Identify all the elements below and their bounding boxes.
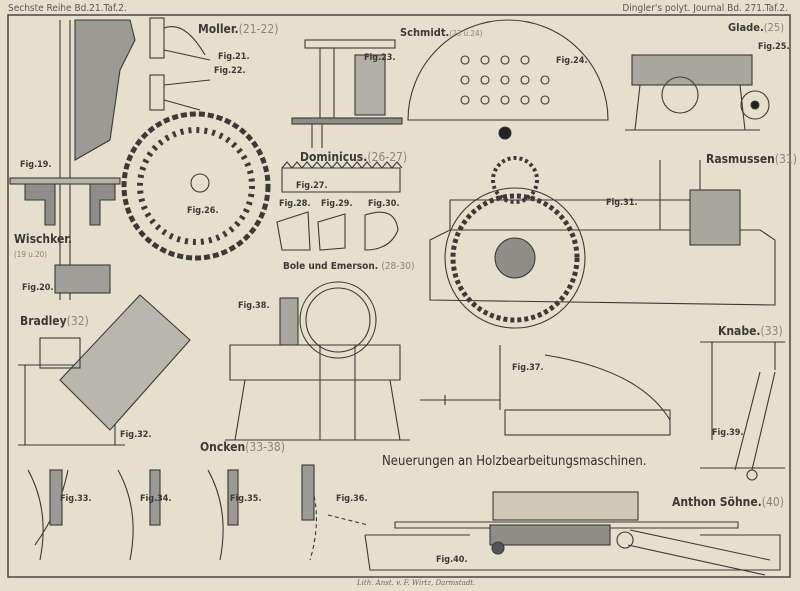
maker-bradley: Bradley(32)	[20, 314, 89, 328]
fig-label: Fig.39.	[712, 428, 744, 438]
maker-glade: Glade.(25)	[728, 21, 784, 34]
fig33-36-drawing	[27, 464, 369, 561]
maker-range: (28-30)	[381, 261, 415, 272]
fig24-drawing	[407, 19, 609, 140]
fig31-drawing	[429, 156, 776, 329]
fig-label: Fig.38.	[238, 301, 270, 311]
fig-label: Fig.34.	[140, 494, 172, 504]
plate-title: Neuerungen an Holzbearbeitungsmaschinen.	[382, 454, 647, 469]
maker-name: Anthon Söhne.	[672, 495, 762, 509]
plate-frame	[7, 14, 791, 578]
fig-label: Fig.28.	[279, 199, 311, 209]
maker-range: (33)	[760, 324, 783, 338]
maker-schmidt: Schmidt.(23 u.24)	[400, 26, 482, 39]
fig-label: Fig.24.	[556, 56, 588, 66]
fig23-drawing	[291, 39, 403, 148]
fig-label: Fig.31.	[606, 198, 638, 208]
header-right: Dingler's polyt. Journal Bd. 271.Taf.2.	[622, 3, 788, 14]
maker-moller: Moller.(21-22)	[198, 22, 278, 36]
maker-range: (25)	[763, 21, 785, 34]
fig-label: Fig.33.	[60, 494, 92, 504]
maker-name: Oncken	[200, 440, 246, 454]
maker-knabe: Knabe.(33)	[718, 324, 783, 338]
fig38-drawing	[225, 281, 410, 441]
maker-range: (33-38)	[245, 440, 285, 454]
fig32-drawing	[18, 294, 191, 446]
maker-name: Glade.	[728, 21, 764, 34]
fig37-drawing	[420, 345, 671, 436]
maker-range: (32)	[66, 314, 89, 328]
maker-wischker: Wischker. (19 u.20)	[14, 232, 72, 262]
maker-name: Schmidt.	[400, 26, 450, 39]
fig28-30-drawing	[276, 211, 399, 251]
header-left: Sechste Reihe Bd.21.Taf.2.	[8, 3, 127, 14]
fig-label: Fig.22.	[214, 66, 246, 76]
fig-label: Fig.29.	[321, 199, 353, 209]
fig-label: Fig.21.	[218, 52, 250, 62]
maker-dominicus: Dominicus.(26-27)	[300, 150, 407, 164]
fig19-drawing	[9, 19, 136, 300]
fig-label: Fig.25.	[758, 42, 790, 52]
maker-rasmussen: Rasmussen(31)	[706, 152, 797, 166]
maker-range: (21-22)	[238, 22, 279, 36]
maker-oncken: Oncken(33-38)	[200, 440, 285, 454]
maker-name: Bradley	[20, 314, 67, 328]
fig25-drawing	[625, 54, 770, 131]
maker-name: Wischker.	[14, 232, 73, 246]
fig39-drawing	[700, 341, 785, 481]
maker-name: Bole und Emerson.	[283, 261, 379, 272]
fig-label: Fig.40.	[436, 555, 468, 565]
fig-label: Fig.26.	[187, 206, 219, 216]
fig-label: Fig.27.	[296, 181, 328, 191]
maker-bole-emerson: Bole und Emerson. (28-30)	[283, 261, 414, 272]
maker-name: Rasmussen	[706, 152, 775, 166]
fig26-saw-drawing	[121, 111, 271, 261]
fig27-drawing	[281, 161, 403, 193]
fig-label: Fig.37.	[512, 363, 544, 373]
maker-range: (26-27)	[367, 150, 408, 164]
fig-label: Fig.30.	[368, 199, 400, 209]
fig-label: Fig.32.	[120, 430, 152, 440]
maker-range: (23 u.24)	[449, 29, 483, 38]
maker-range: (19 u.20)	[14, 250, 48, 259]
fig-label: Fig.23.	[364, 53, 396, 63]
maker-range: (31)	[774, 152, 798, 166]
fig-label: Fig.20.	[22, 283, 54, 293]
maker-name: Moller.	[198, 22, 239, 36]
fig-label: Fig.35.	[230, 494, 262, 504]
fig-label: Fig.36.	[336, 494, 368, 504]
maker-name: Knabe.	[718, 324, 761, 338]
maker-name: Dominicus.	[300, 150, 368, 164]
fig-label: Fig.19.	[20, 160, 52, 170]
maker-range: (40)	[761, 495, 784, 509]
lithographer-credit: Lith. Anst. v. F. Wirtz, Darmstadt.	[357, 579, 476, 587]
fig40-drawing	[364, 491, 781, 576]
maker-anthon-soehne: Anthon Söhne.(40)	[672, 495, 784, 509]
fig21-22-drawing	[149, 17, 211, 111]
